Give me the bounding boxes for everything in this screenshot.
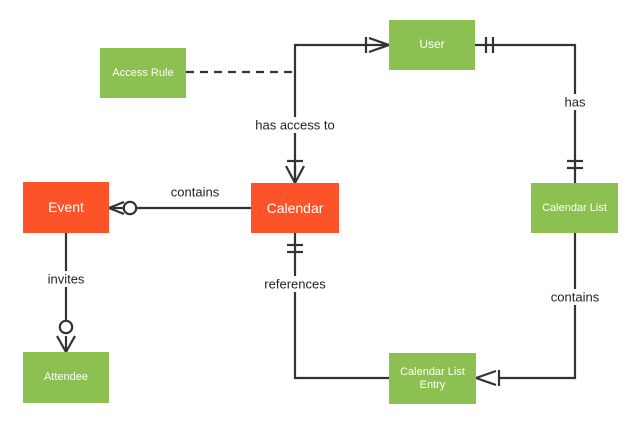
cardinality-zero-or-many-attendee-top bbox=[56, 319, 76, 353]
entity-user[interactable]: User bbox=[389, 20, 475, 70]
entity-calendar-list-entry-label: Calendar List Entry bbox=[400, 365, 465, 391]
entity-event[interactable]: Event bbox=[23, 182, 109, 233]
entity-calendar-list[interactable]: Calendar List bbox=[531, 183, 618, 233]
entity-attendee-label: Attendee bbox=[43, 371, 89, 384]
relationship-label-invites: invites bbox=[44, 271, 88, 287]
cardinality-exactly-one-calendar-list-top bbox=[567, 159, 583, 170]
cardinality-exactly-one-calendar-bottom bbox=[287, 243, 303, 254]
entity-access-rule-label: Access Rule bbox=[112, 66, 174, 79]
relationship-label-contains-list-entry: contains bbox=[547, 289, 603, 305]
entity-user-label: User bbox=[419, 37, 445, 52]
entity-calendar-list-label: Calendar List bbox=[542, 201, 607, 214]
entity-event-label: Event bbox=[48, 199, 84, 216]
connector-user-has-access-to-calendar bbox=[293, 43, 389, 117]
relationship-label-has: has bbox=[561, 94, 589, 110]
cardinality-zero-or-many-event-right bbox=[108, 200, 138, 216]
entity-calendar-label: Calendar bbox=[266, 199, 324, 216]
connector-calendar-list-contains-entry-lower bbox=[500, 305, 577, 380]
entity-access-rule[interactable]: Access Rule bbox=[100, 48, 186, 98]
relationship-label-has-access-to: has access to bbox=[252, 117, 338, 133]
connector-calendar-references-entry-lower bbox=[293, 292, 389, 380]
entity-calendar-list-entry[interactable]: Calendar List Entry bbox=[389, 353, 476, 404]
entity-attendee[interactable]: Attendee bbox=[23, 352, 109, 403]
relationship-label-references: references bbox=[261, 276, 329, 292]
cardinality-one-or-many-user-left bbox=[364, 36, 390, 54]
cardinality-one-or-many-calendar-top bbox=[285, 159, 305, 184]
relationship-label-contains-event-calendar: contains bbox=[167, 184, 223, 200]
connector-user-has-calendar-list-top bbox=[475, 43, 577, 94]
entity-calendar[interactable]: Calendar bbox=[251, 183, 339, 233]
cardinality-one-or-many-entry-right bbox=[475, 369, 501, 387]
cardinality-exactly-one-user-right bbox=[484, 37, 495, 53]
